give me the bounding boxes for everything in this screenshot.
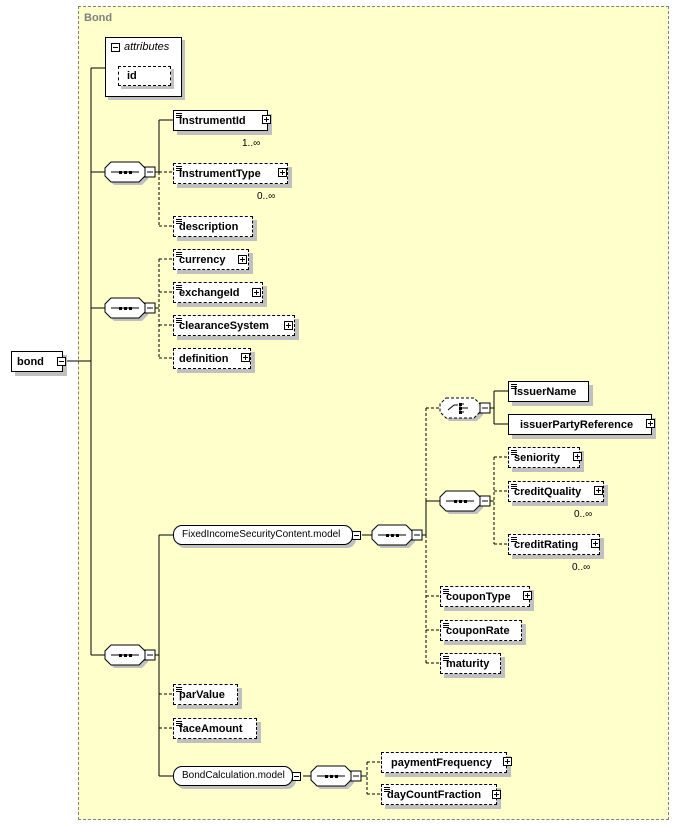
- cardinality-label: 0..∞: [257, 191, 276, 202]
- element-label: faceAmount: [179, 723, 243, 735]
- element-label: seniority: [514, 452, 560, 464]
- sequence-compositor-3: [104, 644, 156, 669]
- element-parValue[interactable]: parValue: [173, 684, 238, 705]
- element-label: couponRate: [446, 625, 510, 637]
- element-description[interactable]: description: [173, 216, 253, 237]
- element-currency[interactable]: currency: [173, 249, 249, 270]
- element-label: couponType: [446, 591, 511, 603]
- panel-title: Bond: [84, 12, 113, 24]
- element-issuerPartyReference[interactable]: issuerPartyReference: [508, 414, 652, 435]
- element-instrumentId[interactable]: instrumentId: [173, 110, 268, 131]
- documentation-icon: [443, 623, 449, 628]
- documentation-icon: [511, 484, 517, 489]
- cardinality-label: 0..∞: [574, 509, 593, 520]
- element-faceAmount[interactable]: faceAmount: [173, 718, 257, 739]
- choice-compositor: [439, 397, 491, 421]
- expand-icon[interactable]: [284, 321, 293, 330]
- sequence-compositor-2: [104, 297, 156, 322]
- documentation-icon: [176, 285, 182, 290]
- attributes-label: attributes: [124, 41, 170, 53]
- element-label: maturity: [446, 658, 490, 670]
- documentation-icon: [443, 656, 449, 661]
- documentation-icon: [511, 537, 517, 542]
- group-FixedIncomeSecurityContent-model[interactable]: FixedIncomeSecurityContent.model: [173, 525, 353, 545]
- expand-icon[interactable]: [278, 168, 287, 177]
- element-creditRating[interactable]: creditRating: [508, 534, 600, 555]
- element-clearanceSystem[interactable]: clearanceSystem: [173, 315, 295, 336]
- expand-icon[interactable]: [492, 790, 501, 799]
- element-label: creditQuality: [514, 486, 582, 498]
- group-BondCalculation-model[interactable]: BondCalculation.model: [173, 766, 293, 786]
- documentation-icon: [176, 318, 182, 323]
- documentation-icon: [511, 450, 517, 455]
- element-definition[interactable]: definition: [173, 348, 251, 369]
- cardinality-label: 1..∞: [242, 138, 261, 149]
- documentation-icon: [176, 721, 182, 726]
- element-label: issuerName: [514, 386, 577, 398]
- element-couponType[interactable]: couponType: [440, 586, 530, 607]
- element-couponRate[interactable]: couponRate: [440, 620, 522, 641]
- expand-icon[interactable]: [238, 255, 247, 264]
- element-label: creditRating: [514, 539, 579, 551]
- documentation-icon: [176, 113, 182, 118]
- element-exchangeId[interactable]: exchangeId: [173, 282, 263, 303]
- expand-icon[interactable]: [573, 452, 582, 461]
- expand-icon[interactable]: [503, 757, 512, 766]
- collapse-icon[interactable]: [57, 357, 66, 366]
- expand-icon[interactable]: [523, 591, 532, 600]
- collapse-icon[interactable]: [292, 772, 301, 781]
- element-label: instrumentId: [179, 115, 246, 127]
- element-label: instrumentType: [179, 168, 261, 180]
- element-dayCountFraction[interactable]: dayCountFraction: [381, 784, 497, 805]
- cardinality-label: 0..∞: [572, 562, 591, 573]
- element-paymentFrequency[interactable]: paymentFrequency: [381, 752, 507, 773]
- expand-icon[interactable]: [591, 539, 600, 548]
- element-label: paymentFrequency: [391, 757, 492, 769]
- collapse-icon[interactable]: [352, 531, 361, 540]
- element-label: currency: [179, 254, 226, 266]
- expand-icon[interactable]: [594, 486, 603, 495]
- sequence-compositor-1: [104, 161, 156, 186]
- documentation-icon: [176, 252, 182, 257]
- element-maturity[interactable]: maturity: [440, 653, 501, 674]
- element-label: clearanceSystem: [179, 320, 269, 332]
- element-issuerName[interactable]: issuerName: [508, 381, 589, 402]
- element-instrumentType[interactable]: instrumentType: [173, 163, 288, 184]
- element-label: issuerPartyReference: [520, 419, 634, 431]
- element-creditQuality[interactable]: creditQuality: [508, 481, 604, 502]
- element-label: description: [179, 221, 239, 233]
- element-label: definition: [179, 353, 229, 365]
- root-label: bond: [17, 356, 44, 368]
- expand-icon[interactable]: [646, 419, 655, 428]
- element-label: exchangeId: [179, 287, 240, 299]
- root-element-bond[interactable]: bond: [11, 351, 63, 372]
- attribute-id[interactable]: id: [118, 66, 171, 86]
- documentation-icon: [384, 787, 390, 792]
- sequence-compositor-fixed-income: [371, 524, 423, 549]
- documentation-icon: [443, 589, 449, 594]
- expand-icon[interactable]: [241, 353, 250, 362]
- documentation-icon: [176, 687, 182, 692]
- element-label: dayCountFraction: [387, 789, 482, 801]
- documentation-icon: [176, 219, 182, 224]
- documentation-icon: [176, 166, 182, 171]
- expand-icon[interactable]: [252, 288, 261, 297]
- expand-icon[interactable]: [262, 115, 271, 124]
- sequence-compositor-bond-calc: [310, 765, 362, 790]
- element-seniority[interactable]: seniority: [508, 447, 580, 468]
- collapse-icon[interactable]: [111, 43, 120, 52]
- element-label: parValue: [179, 689, 225, 701]
- documentation-icon: [511, 384, 517, 389]
- sequence-compositor-credit: [439, 490, 491, 515]
